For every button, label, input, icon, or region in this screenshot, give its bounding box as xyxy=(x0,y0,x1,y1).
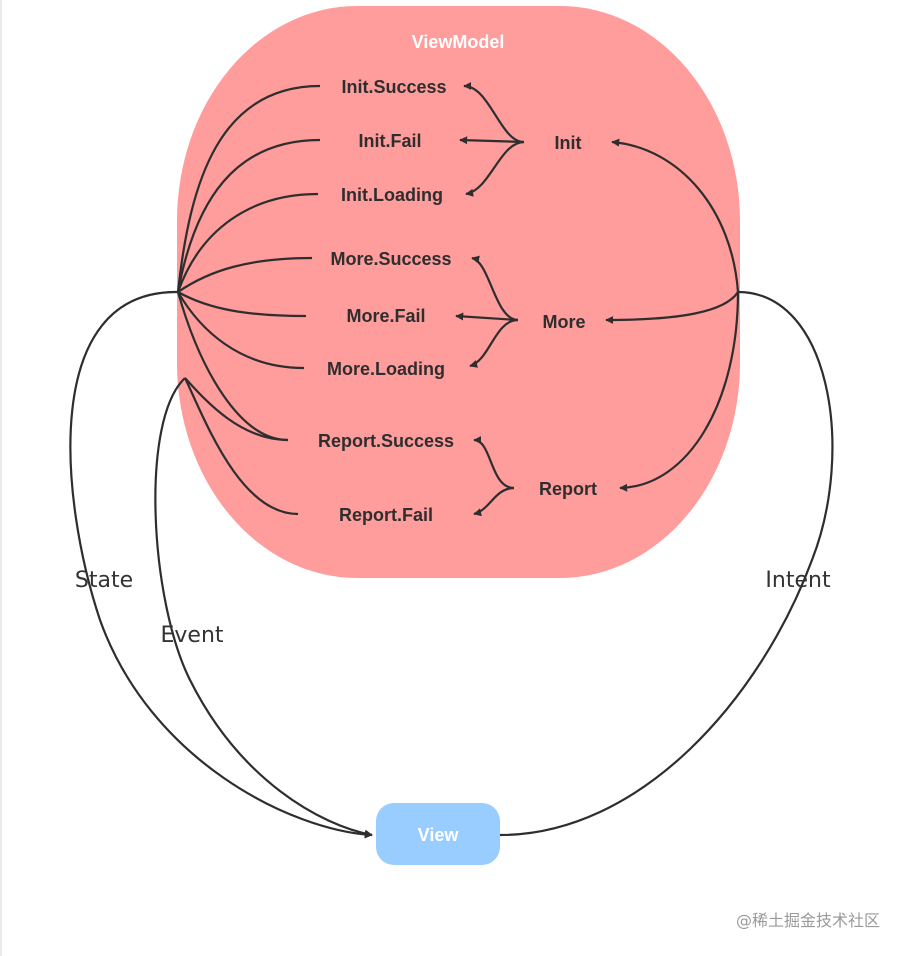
edge-event-report-success xyxy=(184,377,289,442)
edge-hub-to-init xyxy=(611,138,740,293)
edge-init-to-loading xyxy=(465,140,525,197)
intent-hub-edges xyxy=(605,138,740,492)
edge-report-to-success xyxy=(473,436,515,490)
watermark: @稀土掘金技术社区 xyxy=(736,911,880,930)
intent-more: More xyxy=(542,312,585,332)
edge-hub-more-loading xyxy=(177,291,305,370)
edge-more-to-success xyxy=(471,255,519,322)
state-init-fail: Init.Fail xyxy=(359,131,422,151)
edge-more-to-fail xyxy=(455,312,519,322)
edge-hub-init-fail xyxy=(176,138,321,293)
edge-intent-flow xyxy=(499,290,834,837)
edge-hub-report-success xyxy=(176,291,289,442)
flow-label-event: Event xyxy=(160,623,223,648)
edge-more-to-loading xyxy=(469,318,519,368)
state-more-fail: More.Fail xyxy=(346,306,425,326)
flow-label-state: State xyxy=(75,568,133,593)
edge-hub-init-loading xyxy=(176,192,319,293)
edge-hub-more-success xyxy=(177,256,313,293)
state-init-loading: Init.Loading xyxy=(341,185,443,205)
edge-init-to-fail xyxy=(459,136,525,145)
intent-report: Report xyxy=(539,479,597,499)
edge-state-flow xyxy=(69,290,373,839)
state-more-loading: More.Loading xyxy=(327,359,445,379)
edge-hub-init-success xyxy=(176,84,321,293)
edge-hub-to-more xyxy=(605,291,739,324)
edge-hub-to-report xyxy=(619,291,740,492)
state-fan-edges xyxy=(176,84,321,516)
state-init-success: Init.Success xyxy=(341,77,446,97)
viewmodel-container xyxy=(177,6,740,578)
intent-init: Init xyxy=(555,133,582,153)
edge-report-to-fail xyxy=(473,486,515,517)
edge-event-report-fail xyxy=(184,377,299,516)
state-report-success: Report.Success xyxy=(318,431,454,451)
intent-dispatch-edges xyxy=(455,82,525,517)
flow-label-intent: Intent xyxy=(765,568,831,593)
edge-event-flow xyxy=(154,377,373,838)
state-report-fail: Report.Fail xyxy=(339,505,433,525)
left-border xyxy=(0,0,2,956)
view-label: View xyxy=(418,825,460,845)
viewmodel-title: ViewModel xyxy=(412,32,505,52)
view-box xyxy=(376,803,500,865)
state-more-success: More.Success xyxy=(330,249,451,269)
edge-init-to-success xyxy=(463,82,525,144)
outer-flow-edges xyxy=(69,290,834,839)
edge-hub-more-fail xyxy=(177,291,307,318)
